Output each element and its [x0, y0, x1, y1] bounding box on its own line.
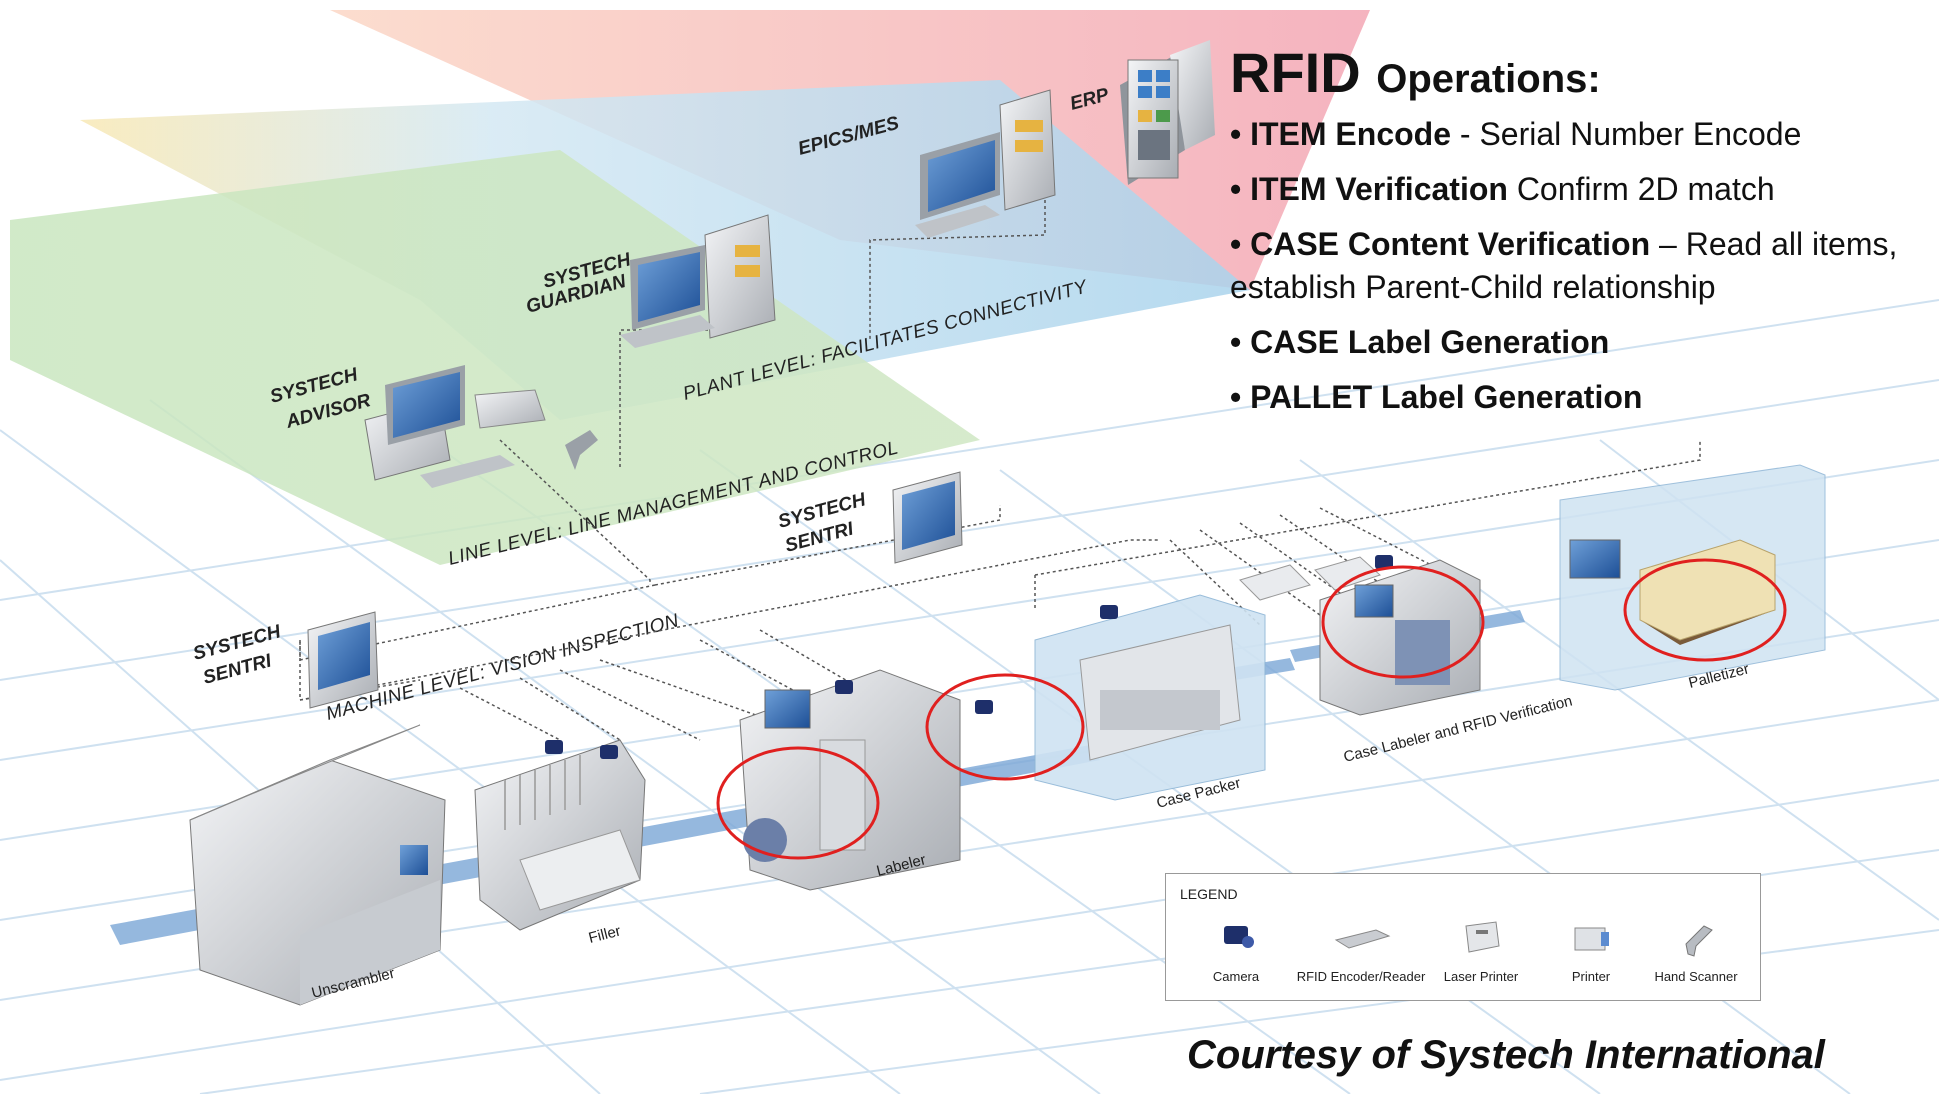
palletizer-machine [1559, 464, 1826, 691]
op-pallet-label-generation: • PALLET Label Generation [1230, 379, 1643, 415]
labeler-machine [739, 669, 961, 891]
rfid-title-text: RFID [1230, 41, 1361, 104]
highlight-item-verification [925, 673, 1085, 781]
filler-machine [474, 739, 646, 931]
legend-entry-hand-scanner: Hand Scanner [1641, 904, 1751, 984]
case-packer-machine [1034, 594, 1266, 801]
highlight-palletizer [1623, 558, 1787, 662]
filler-label: Filler [587, 923, 623, 947]
courtesy-credit: Courtesy of Systech International [1187, 1033, 1825, 1077]
systech-sentri-top-terminal [892, 471, 963, 564]
printer-icon [1574, 927, 1609, 951]
legend-entry-laser-printer: Laser Printer [1426, 904, 1536, 984]
hand-scanner-icon [1685, 925, 1713, 957]
op-case-label-generation: • CASE Label Generation [1230, 324, 1610, 360]
op-item-encode: • ITEM Encode - Serial Number Encode [1230, 116, 1802, 152]
systech-advisor-computer [364, 365, 598, 488]
laser-printer-icon [1465, 921, 1500, 953]
legend-title: LEGEND [1180, 886, 1238, 902]
legend-entry-printer: Printer [1536, 904, 1646, 984]
line-layer [10, 150, 980, 565]
erp-server-cabinet [1120, 40, 1215, 185]
rfid-operations-panel: RFID Operations: • ITEM Encode - Serial … [1230, 45, 1930, 431]
legend-box: LEGEND Camera RFID Encoder/Reader Laser … [1165, 873, 1761, 1001]
camera-icon [1224, 926, 1254, 948]
camera-devices [545, 555, 1393, 759]
systech-sentri-left-terminal [307, 611, 379, 709]
rfid-operations-title: RFID Operations: [1230, 45, 1930, 101]
rfid-reader-icon [1334, 929, 1391, 949]
highlight-labeler [716, 746, 880, 860]
legend-entry-camera: Camera [1181, 904, 1291, 984]
systech-guardian-computer [620, 214, 776, 348]
operations-title-text: Operations: [1376, 57, 1601, 101]
op-case-content-verification: • CASE Content Verification – Read all i… [1230, 226, 1898, 305]
legend-entry-rfid-reader: RFID Encoder/Reader [1291, 904, 1431, 984]
op-item-verification: • ITEM Verification Confirm 2D match [1230, 171, 1775, 207]
highlight-case-verification [1321, 565, 1485, 679]
case-labeler-machine [1239, 556, 1481, 716]
unscrambler-machine [189, 724, 446, 1006]
network-lines [299, 170, 1701, 741]
epics-mes-computer [915, 89, 1056, 238]
rfid-highlights [716, 558, 1787, 860]
